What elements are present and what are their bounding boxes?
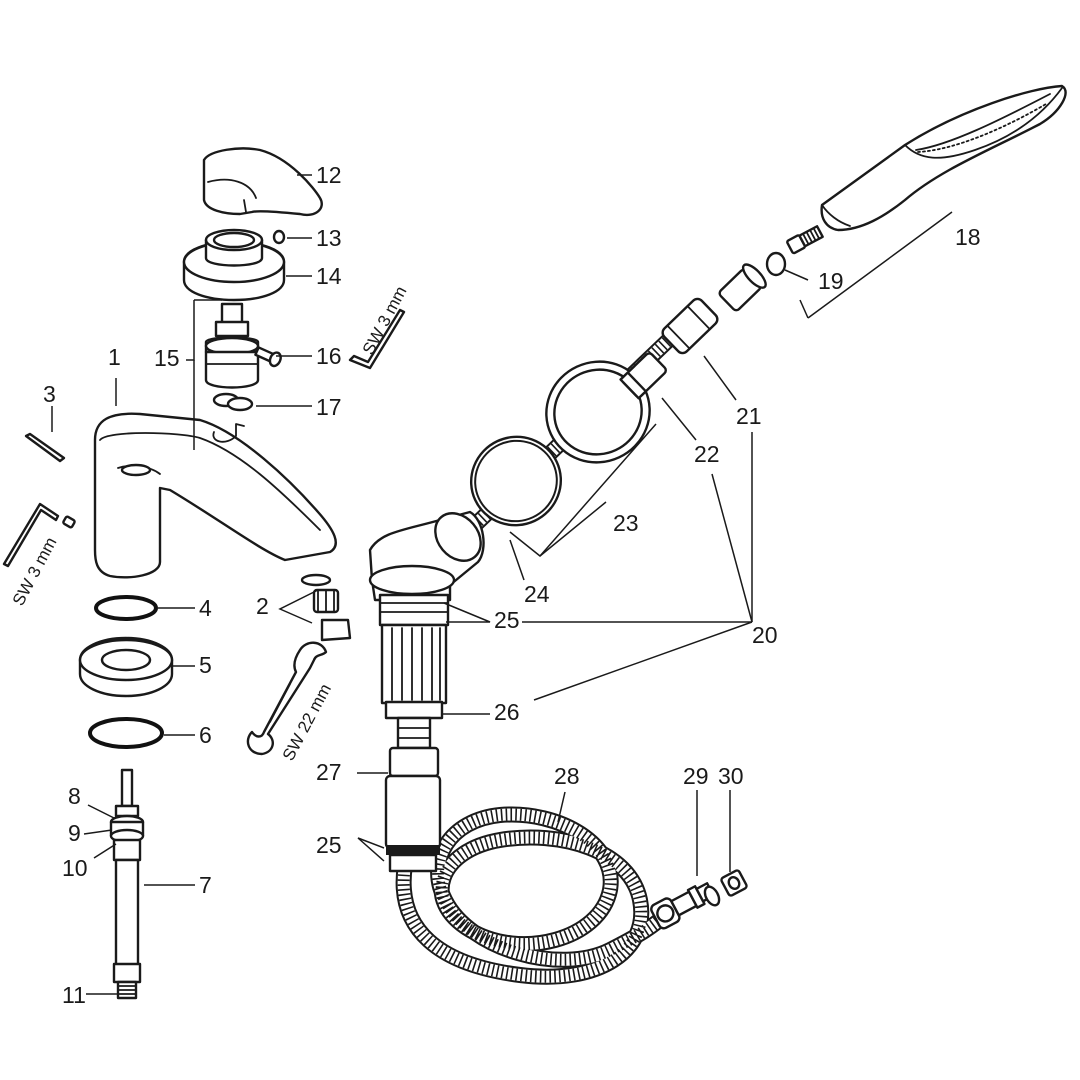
hex-key-left xyxy=(2,502,76,568)
leader-lines xyxy=(51,174,953,995)
part-28-hose xyxy=(395,806,715,985)
part-13-screw xyxy=(272,229,286,245)
label-22: 22 xyxy=(694,441,720,467)
part-4-oring xyxy=(94,595,158,621)
label-24: 24 xyxy=(524,581,550,607)
part-18-hand-shower xyxy=(820,84,1067,232)
label-25-upper: 25 xyxy=(494,607,520,633)
label-19: 19 xyxy=(818,268,844,294)
part-15-cartridge xyxy=(204,302,260,389)
label-7: 7 xyxy=(199,872,212,898)
wrench-sw22 xyxy=(246,641,328,756)
label-hex-key-top: SW 3 mm xyxy=(359,283,411,358)
label-27: 27 xyxy=(316,759,342,785)
hex-key-top xyxy=(348,308,406,370)
label-23: 23 xyxy=(613,510,639,536)
part-7-11-extension xyxy=(109,768,145,1000)
label-10: 10 xyxy=(62,855,88,881)
label-20: 20 xyxy=(752,622,778,648)
label-5: 5 xyxy=(199,652,212,678)
label-15: 15 xyxy=(154,345,180,371)
part-labels: 1 2 3 4 5 6 7 8 9 10 11 12 13 14 15 16 1… xyxy=(9,162,981,1008)
label-18: 18 xyxy=(955,224,981,250)
label-3: 3 xyxy=(43,381,56,407)
part-21-22-23-24-guide xyxy=(467,263,767,533)
part-12-handle xyxy=(202,147,323,217)
label-2: 2 xyxy=(256,593,269,619)
part-30-nut xyxy=(720,869,748,897)
label-12: 12 xyxy=(316,162,342,188)
label-16: 16 xyxy=(316,343,342,369)
part-29-ring xyxy=(703,885,721,907)
part-14-cover xyxy=(182,228,286,302)
label-17: 17 xyxy=(316,394,342,420)
label-26: 26 xyxy=(494,699,520,725)
part-3-pin xyxy=(24,432,66,463)
label-30: 30 xyxy=(718,763,744,789)
part-2-aerator xyxy=(300,573,352,642)
label-13: 13 xyxy=(316,225,342,251)
label-25-lower: 25 xyxy=(316,832,342,858)
label-29: 29 xyxy=(683,763,709,789)
part-5-flange xyxy=(78,636,174,698)
label-4: 4 xyxy=(199,595,212,621)
label-6: 6 xyxy=(199,722,212,748)
label-21: 21 xyxy=(736,403,762,429)
part-6-oring xyxy=(88,717,164,749)
label-14: 14 xyxy=(316,263,342,289)
part-19-nipple xyxy=(765,225,824,277)
part-17-clips xyxy=(212,392,254,443)
label-8: 8 xyxy=(68,783,81,809)
label-9: 9 xyxy=(68,820,81,846)
part-25-26-27-outlet xyxy=(368,510,485,873)
label-1: 1 xyxy=(108,344,121,370)
label-28: 28 xyxy=(554,763,580,789)
label-11: 11 xyxy=(62,982,86,1008)
part-1-spout xyxy=(93,412,337,579)
